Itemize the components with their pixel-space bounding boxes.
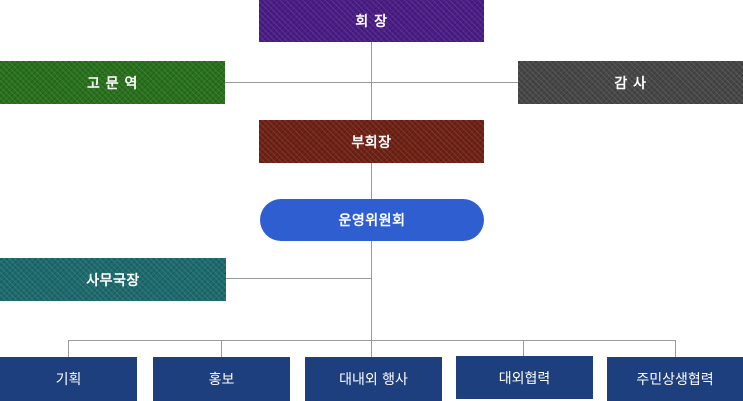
committee-box: 운영위원회 [260, 199, 484, 241]
chairman-label: 회 장 [355, 14, 388, 30]
connector-dept-community [675, 340, 676, 357]
advisor-label: 고 문 역 [87, 75, 138, 92]
dept-planning-label: 기획 [55, 372, 82, 388]
dept-community-cooperation-label: 주민상생협력 [636, 372, 714, 388]
auditor-box: 감 사 [518, 61, 743, 104]
connector-dept-events [371, 340, 372, 357]
auditor-label: 감 사 [614, 75, 647, 92]
secretary-general-label: 사무국장 [86, 272, 140, 289]
chairman-box: 회 장 [259, 0, 484, 42]
dept-events-label: 대내외 행사 [339, 372, 408, 388]
dept-external-cooperation-label: 대외협력 [498, 370, 551, 387]
dept-external-cooperation-box: 대외협력 [456, 356, 593, 399]
vice-chairman-box: 부회장 [259, 120, 484, 163]
connector-dept-pr [221, 340, 222, 357]
connector-departments-bus [68, 340, 676, 341]
connector-advisor-auditor [225, 82, 518, 83]
connector-dept-external [523, 340, 524, 356]
connector-main-trunk [371, 42, 372, 341]
dept-pr-label: 홍보 [208, 372, 235, 388]
committee-label: 운영위원회 [338, 213, 406, 229]
connector-secretary [226, 278, 372, 279]
dept-planning-box: 기획 [0, 357, 137, 401]
advisor-box: 고 문 역 [0, 61, 225, 104]
dept-community-cooperation-box: 주민상생협력 [607, 357, 743, 401]
vice-chairman-label: 부회장 [351, 134, 392, 151]
secretary-general-box: 사무국장 [0, 258, 226, 301]
dept-pr-box: 홍보 [153, 357, 290, 401]
dept-events-box: 대내외 행사 [305, 357, 442, 401]
connector-dept-planning [68, 340, 69, 357]
